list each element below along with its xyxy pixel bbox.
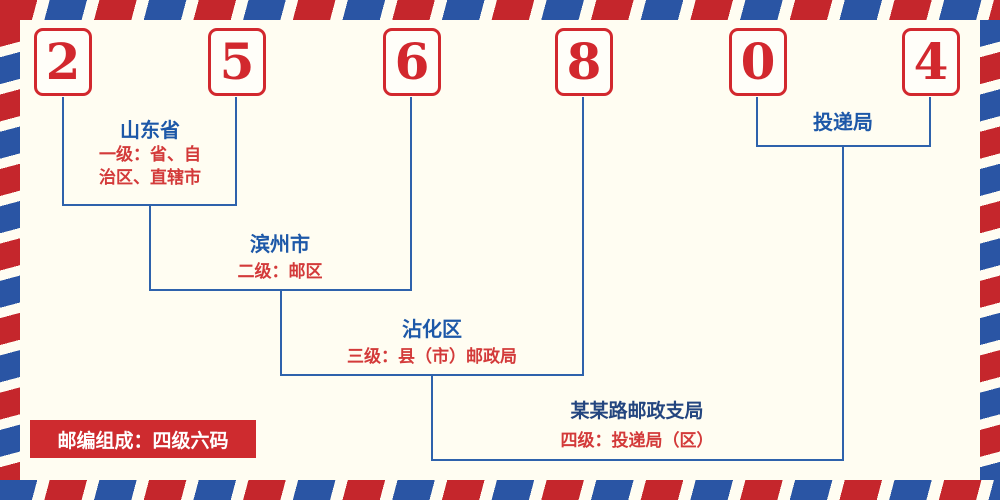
digit-4: 8	[566, 32, 602, 91]
postal-code-composition-badge: 邮编组成：四级六码	[30, 420, 256, 458]
level1-region-name: 山东省	[120, 120, 180, 142]
digit-3: 6	[394, 32, 430, 91]
level3-region-name: 沾化区	[402, 319, 462, 341]
bracket-delivery	[756, 97, 931, 147]
level2-description: 二级：邮区	[237, 262, 323, 281]
delivery-office-label: 投递局	[813, 112, 873, 134]
digit-1: 2	[45, 32, 81, 91]
airmail-border-right	[980, 20, 1000, 480]
digit-6: 4	[913, 32, 949, 91]
digit-box-5: 0	[729, 28, 787, 96]
airmail-border-left	[0, 20, 20, 480]
digit-box-4: 8	[555, 28, 613, 96]
digit-box-3: 6	[383, 28, 441, 96]
level4-description: 四级：投递局（区）	[560, 431, 714, 450]
level1-description: 一级：省、自治区、直辖市	[99, 145, 201, 187]
level2-region-name: 滨州市	[250, 234, 310, 256]
level3-description: 三级：县（市）邮政局	[347, 347, 517, 366]
digit-2: 5	[219, 32, 255, 91]
digit-box-1: 2	[34, 28, 92, 96]
airmail-border-top	[0, 0, 1000, 20]
airmail-border-bottom	[0, 480, 1000, 500]
digit-5: 0	[740, 32, 776, 91]
digit-box-2: 5	[208, 28, 266, 96]
bracket-level4	[431, 146, 844, 461]
level4-branch-name: 某某路邮政支局	[570, 401, 704, 422]
digit-box-6: 4	[902, 28, 960, 96]
